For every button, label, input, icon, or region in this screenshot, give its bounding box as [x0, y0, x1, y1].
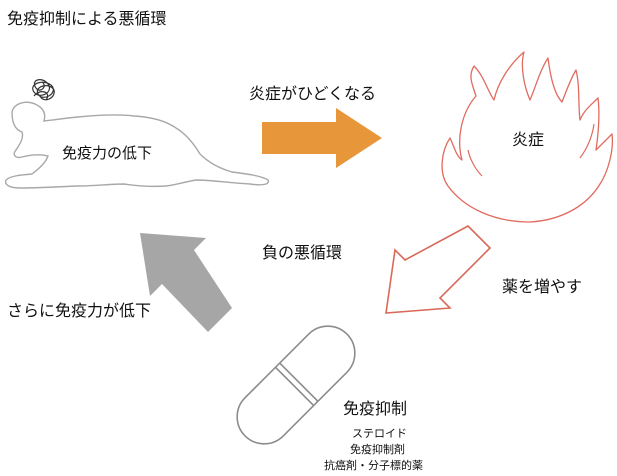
flame-icon — [441, 51, 614, 223]
lying-person-icon — [4, 101, 270, 189]
arrow-to-inflammation — [262, 108, 382, 168]
node-low-immunity: 免疫力の低下 — [62, 144, 153, 162]
label-vicious-cycle: 負の悪循環 — [262, 243, 343, 262]
diagram-title: 免疫抑制による悪循環 — [7, 9, 167, 28]
node-inflammation: 炎症 — [512, 130, 545, 149]
label-worsen-inflammation: 炎症がひどくなる — [249, 84, 377, 103]
arrow-to-low-immunity — [140, 233, 232, 332]
drug-item: 抗癌剤・分子標的薬 — [324, 459, 423, 472]
label-increase-drugs: 薬を増やす — [502, 277, 583, 296]
drug-item: ステロイド — [352, 427, 407, 440]
label-further-decline: さらに免疫力が低下 — [7, 301, 152, 320]
node-immunosuppression: 免疫抑制 — [343, 399, 408, 418]
drug-item: 免疫抑制剤 — [350, 443, 405, 456]
capsule-pill-icon — [236, 325, 356, 445]
arrow-to-drugs — [385, 225, 492, 314]
tangled-scribble-icon — [32, 79, 55, 101]
